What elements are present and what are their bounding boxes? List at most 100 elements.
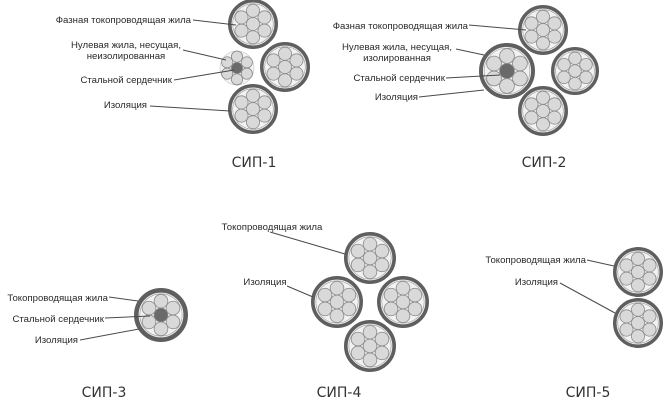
phase-conductor: [344, 232, 397, 285]
wire-strand: [329, 280, 345, 296]
inner-ring: [315, 280, 359, 324]
wire-strand: [619, 309, 634, 324]
wire-strand: [257, 10, 272, 25]
wire-strand: [165, 300, 181, 316]
sip-4-group: Токопроводящая жила Изоляция СИП-4: [222, 222, 430, 401]
leader-line: [108, 296, 139, 302]
wire-strand: [230, 50, 244, 63]
phase-conductor: [550, 47, 599, 95]
wire-strand: [317, 287, 333, 303]
wire-strand: [165, 314, 181, 330]
inner-ring: [232, 3, 274, 45]
wire-strand: [383, 301, 399, 317]
wire-strand: [524, 29, 539, 44]
sip-2-leaders: [418, 24, 527, 98]
neutral-insulated-conductor: [478, 42, 535, 100]
leader-line: [445, 74, 501, 79]
leader-line: [269, 231, 346, 255]
wire-strand: [141, 314, 157, 330]
wire-strand: [536, 117, 550, 132]
wire-strand: [246, 3, 260, 18]
wire-strand: [234, 95, 249, 110]
inner-ring: [522, 90, 564, 132]
wire-strand: [234, 108, 249, 123]
wire-strand: [246, 102, 260, 116]
wire-strand: [536, 104, 550, 118]
label-neutral-conductor-line2: изолированная: [363, 53, 431, 64]
wire-strand: [362, 324, 378, 340]
steel-core: [153, 307, 169, 323]
phase-conductor: [260, 42, 310, 92]
steel-core: [499, 63, 515, 79]
label-neutral-conductor-line1: Нулевая жила, несущая,: [71, 40, 181, 51]
wire-strand: [642, 271, 657, 286]
wire-strand: [486, 55, 502, 72]
wire-strand: [278, 46, 292, 61]
wire-strand: [362, 338, 378, 354]
wire-strand: [374, 243, 390, 259]
wire-strand: [486, 70, 502, 87]
label-phase-conductor: Фазная токопроводящая жила: [56, 15, 192, 26]
wire-strand: [240, 56, 253, 69]
leader-line: [559, 282, 616, 314]
inner-ring: [381, 280, 425, 324]
phase-conductor: [613, 298, 663, 348]
label-insulation: Изоляция: [375, 92, 418, 103]
label-conductor: Токопроводящая жила: [7, 293, 108, 304]
wire-strand: [246, 88, 260, 103]
title-sip-3: СИП-3: [82, 385, 127, 401]
sip-4-cables: [311, 232, 430, 373]
wire-strand: [221, 56, 234, 69]
wire-strand: [341, 287, 357, 303]
wire-strand: [257, 23, 272, 38]
sip-3-cables: [133, 288, 188, 343]
wire-strand: [568, 51, 582, 65]
wire-strand: [278, 60, 292, 74]
wire-strand: [499, 48, 515, 64]
leader-line: [418, 89, 485, 98]
wire-strand: [524, 97, 539, 112]
leader-line: [286, 285, 314, 298]
wire-strand: [362, 352, 378, 368]
wire-strand: [547, 110, 562, 125]
wire-strand: [350, 331, 366, 347]
title-sip-2: СИП-2: [522, 155, 567, 171]
wire-strand: [289, 66, 304, 81]
inner-ring: [617, 251, 659, 293]
wire-strand: [536, 9, 550, 24]
sip-1-cables: [219, 0, 310, 134]
sip-5-cables: [613, 247, 663, 348]
wire-strand: [246, 17, 260, 31]
phase-conductor: [311, 276, 364, 329]
wire-strand: [407, 287, 423, 303]
sip-5-group: Токопроводящая жила Изоляция СИП-5: [485, 247, 663, 401]
leader-line: [79, 328, 140, 341]
label-insulation: Изоляция: [35, 335, 78, 346]
wire-strand: [350, 243, 366, 259]
wire-strand: [289, 53, 304, 68]
leader-line: [182, 49, 227, 61]
sip-1-leaders: [149, 19, 237, 112]
leader-line: [455, 48, 485, 56]
wire-strand: [350, 345, 366, 361]
wire-strand: [374, 331, 390, 347]
wire-strand: [141, 300, 157, 316]
insulated-steel-conductor: [133, 288, 188, 343]
wire-strand: [221, 67, 234, 80]
wire-strand: [230, 73, 244, 86]
wire-strand: [619, 322, 634, 337]
wire-strand: [266, 53, 281, 68]
wire-strand: [234, 23, 249, 38]
wire-strand: [240, 67, 253, 80]
wire-strand: [383, 287, 399, 303]
phase-conductor: [228, 0, 278, 49]
wire-strand: [568, 64, 582, 78]
wire-strand: [246, 30, 260, 45]
wire-strand: [362, 264, 378, 280]
wire-strand: [266, 66, 281, 81]
sip-5-leaders: [559, 259, 616, 314]
inner-ring: [232, 88, 274, 130]
inner-ring: [139, 293, 183, 337]
label-conductor: Токопроводящая жила: [485, 255, 586, 266]
wire-strand: [568, 77, 582, 91]
